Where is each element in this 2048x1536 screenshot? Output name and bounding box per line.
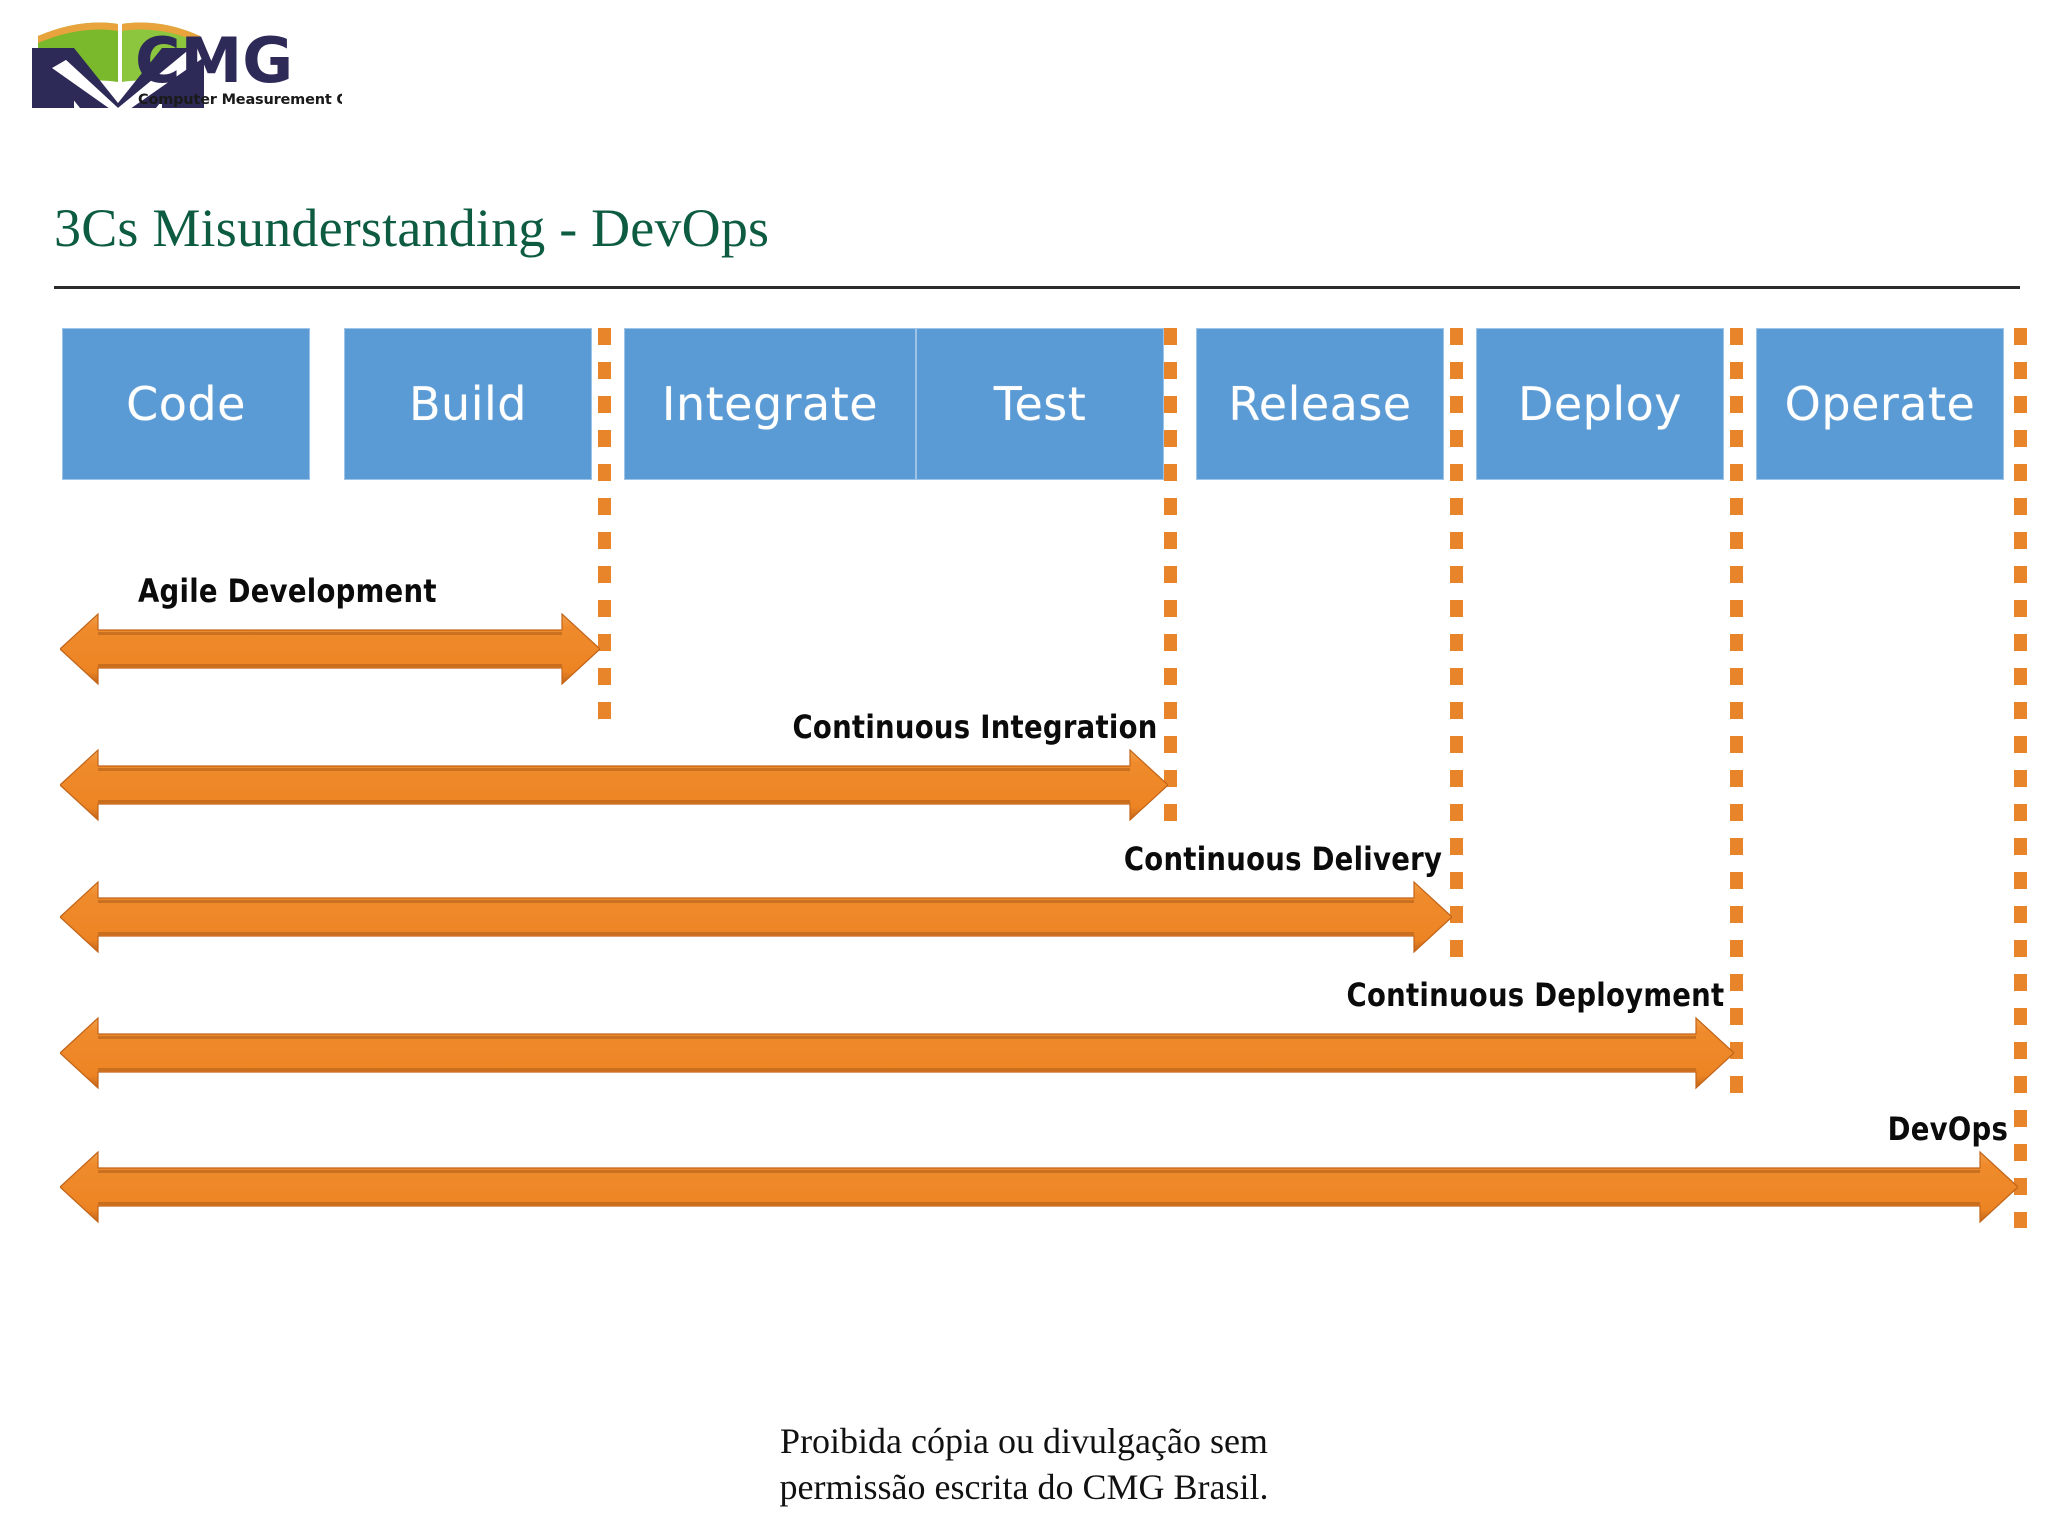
stage-box-deploy[interactable]: Deploy bbox=[1476, 328, 1724, 480]
divider-after-test bbox=[1164, 328, 1177, 828]
scope-arrow-devops: DevOps bbox=[60, 1110, 2018, 1224]
scope-label-continuous-delivery: Continuous Delivery bbox=[1123, 840, 1442, 878]
divider-after-deploy bbox=[1730, 328, 1743, 1106]
divider-after-build bbox=[598, 328, 611, 728]
stage-box-release[interactable]: Release bbox=[1196, 328, 1444, 480]
scope-arrow-continuous-deployment: Continuous Deployment bbox=[60, 976, 1734, 1090]
stage-label: Test bbox=[993, 377, 1087, 431]
cmg-logo-mark: CMG Computer Measurement Group bbox=[32, 14, 342, 110]
stage-label: Release bbox=[1228, 377, 1412, 431]
double-headed-arrow-icon bbox=[60, 1150, 2018, 1224]
stage-box-code[interactable]: Code bbox=[62, 328, 310, 480]
stage-box-build[interactable]: Build bbox=[344, 328, 592, 480]
double-headed-arrow-icon bbox=[60, 748, 1168, 822]
double-headed-arrow-icon bbox=[60, 1016, 1734, 1090]
double-headed-arrow-icon bbox=[60, 880, 1452, 954]
stage-label: Build bbox=[409, 377, 527, 431]
scope-label-continuous-deployment: Continuous Deployment bbox=[1346, 976, 1724, 1014]
logo-tagline: Computer Measurement Group bbox=[138, 92, 342, 108]
copyright-footer: Proibida cópia ou divulgação sem permiss… bbox=[0, 1418, 2048, 1510]
cmg-logo: CMG Computer Measurement Group bbox=[22, 8, 342, 110]
scope-label-devops: DevOps bbox=[1887, 1110, 2008, 1148]
stage-box-integrate[interactable]: Integrate bbox=[624, 328, 916, 480]
stage-label: Operate bbox=[1784, 377, 1976, 431]
page-title: 3Cs Misunderstanding - DevOps bbox=[54, 198, 770, 258]
stage-box-test[interactable]: Test bbox=[916, 328, 1164, 480]
logo-wordmark: CMG bbox=[135, 24, 293, 97]
stage-label: Deploy bbox=[1517, 377, 1683, 431]
stage-box-operate[interactable]: Operate bbox=[1756, 328, 2004, 480]
double-headed-arrow-icon bbox=[60, 612, 600, 686]
scope-label-agile-development: Agile Development bbox=[138, 572, 437, 610]
title-divider-rule bbox=[54, 286, 2020, 289]
divider-after-release bbox=[1450, 328, 1463, 966]
scope-arrow-agile-development: Agile Development bbox=[60, 572, 600, 686]
scope-arrow-continuous-integration: Continuous Integration bbox=[60, 708, 1168, 822]
stage-label: Code bbox=[126, 377, 246, 431]
stage-label: Integrate bbox=[661, 377, 879, 431]
divider-after-operate bbox=[2014, 328, 2027, 1228]
footer-line-2: permissão escrita do CMG Brasil. bbox=[779, 1467, 1269, 1507]
footer-line-1: Proibida cópia ou divulgação sem bbox=[780, 1421, 1268, 1461]
scope-arrow-continuous-delivery: Continuous Delivery bbox=[60, 840, 1452, 954]
scope-label-continuous-integration: Continuous Integration bbox=[792, 708, 1158, 746]
